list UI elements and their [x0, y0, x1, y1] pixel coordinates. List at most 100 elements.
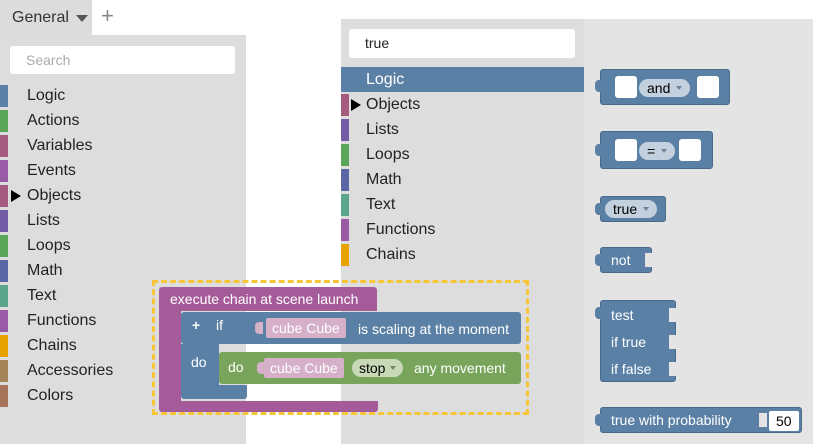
block-label: if true: [611, 334, 647, 350]
category-label: Events: [27, 161, 76, 179]
input-connector: [669, 308, 677, 322]
input-connector: [257, 362, 265, 374]
chain-hat-side: [159, 311, 181, 401]
cube-object-reference[interactable]: cube Cube: [264, 358, 344, 378]
if-block-bottom: [181, 385, 247, 399]
mutator-plus-icon[interactable]: +: [192, 317, 201, 333]
if-block-side: do: [181, 344, 219, 387]
chevron-down-icon: [661, 149, 668, 153]
flyout-category-objects[interactable]: Objects: [341, 92, 584, 117]
action-label: any movement: [414, 360, 506, 376]
operator-dropdown[interactable]: =: [639, 142, 676, 160]
dropdown-value: true: [613, 201, 638, 217]
category-label: Lists: [366, 120, 399, 138]
logic-and-block[interactable]: and: [600, 69, 730, 105]
output-connector: [595, 203, 603, 215]
condition-label: is scaling at the moment: [358, 321, 509, 337]
cube-object-reference[interactable]: cube Cube: [266, 318, 346, 338]
selection-highlight: [152, 280, 529, 415]
input-connector: [645, 253, 653, 267]
toolbox-category-lists[interactable]: Lists: [0, 208, 246, 233]
dropdown-value: and: [647, 80, 671, 96]
category-label: Loops: [366, 145, 410, 163]
category-color-bar: [0, 309, 8, 332]
stop-movement-block[interactable]: do cube Cube stop any movement: [219, 352, 521, 384]
toolbox-category-colors[interactable]: Colors: [0, 383, 246, 408]
logic-boolean-block[interactable]: true: [600, 196, 666, 222]
output-connector: [595, 80, 603, 92]
toolbox-category-functions[interactable]: Functions: [0, 308, 246, 333]
expand-arrow-icon[interactable]: [11, 189, 21, 202]
toolbox-category-accessories[interactable]: Accessories: [0, 358, 246, 383]
category-label: Objects: [366, 95, 421, 113]
output-connector: [595, 144, 603, 156]
toolbox-category-actions[interactable]: Actions: [0, 108, 246, 133]
category-color-bar: [0, 284, 8, 307]
flyout-category-logic[interactable]: Logic: [341, 67, 584, 92]
input-connector: [255, 322, 263, 334]
input-slot: [697, 76, 719, 98]
logic-compare-block[interactable]: =: [600, 131, 713, 169]
category-color-bar: [0, 334, 8, 357]
flyout-category-lists[interactable]: Lists: [341, 117, 584, 142]
input-connector: [759, 413, 767, 427]
if-block[interactable]: + if cube Cube is scaling at the moment: [181, 312, 521, 344]
logic-probability-block[interactable]: true with probability 50: [600, 407, 802, 433]
chain-hat-block[interactable]: execute chain at scene launch: [159, 287, 377, 311]
category-color-bar: [0, 159, 8, 182]
input-slot: [679, 139, 701, 161]
dropdown-value: stop: [359, 360, 386, 376]
flyout-category-math[interactable]: Math: [341, 167, 584, 192]
toolbox-category-objects[interactable]: Objects: [0, 183, 246, 208]
logic-not-block[interactable]: not: [600, 247, 653, 273]
chevron-down-icon: [643, 207, 650, 211]
category-label: Functions: [27, 311, 97, 329]
toolbox-category-loops[interactable]: Loops: [0, 233, 246, 258]
toolbox-category-variables[interactable]: Variables: [0, 133, 246, 158]
category-label: Loops: [27, 236, 71, 254]
category-color-bar: [341, 218, 349, 241]
chevron-down-icon[interactable]: [75, 15, 88, 22]
block-label: execute chain at scene launch: [170, 291, 359, 307]
toolbox-category-chains[interactable]: Chains: [0, 333, 246, 358]
action-dropdown[interactable]: stop: [352, 359, 404, 377]
category-color-bar: [0, 134, 8, 157]
category-label: Logic: [366, 70, 405, 88]
output-connector: [595, 307, 603, 319]
category-label: Accessories: [27, 361, 114, 379]
dropdown-value: =: [647, 143, 656, 159]
category-label: Math: [366, 170, 402, 188]
do-inner-label: do: [228, 359, 244, 375]
category-label: Math: [27, 261, 63, 279]
expand-arrow-icon[interactable]: [351, 98, 361, 111]
flyout-category-loops[interactable]: Loops: [341, 142, 584, 167]
category-label: Variables: [27, 136, 93, 154]
output-connector: [595, 254, 603, 266]
category-color-bar: [341, 168, 349, 191]
probability-value[interactable]: 50: [769, 411, 799, 431]
category-color-bar: [341, 193, 349, 216]
flyout-search-input[interactable]: true: [349, 29, 575, 58]
tab-general[interactable]: General: [0, 0, 92, 35]
category-label: Text: [366, 195, 396, 213]
toolbox-category-logic[interactable]: Logic: [0, 83, 246, 108]
category-label: Chains: [27, 336, 77, 354]
category-color-bar: [0, 384, 8, 407]
flyout-category-chains[interactable]: Chains: [341, 242, 584, 267]
category-color-bar: [341, 68, 349, 91]
toolbox-category-events[interactable]: Events: [0, 158, 246, 183]
add-tab-button[interactable]: +: [101, 3, 114, 28]
toolbox-category-text[interactable]: Text: [0, 283, 246, 308]
input-slot: [615, 139, 637, 161]
flyout-category-text[interactable]: Text: [341, 192, 584, 217]
operator-dropdown[interactable]: and: [639, 79, 691, 97]
toolbox-category-math[interactable]: Math: [0, 258, 246, 283]
toolbox-search-input[interactable]: Search: [10, 46, 235, 74]
tab-label: General: [12, 8, 69, 26]
if-label: if: [216, 317, 223, 333]
boolean-dropdown[interactable]: true: [605, 200, 658, 218]
category-label: Chains: [366, 245, 416, 263]
output-connector: [595, 414, 603, 426]
flyout-category-functions[interactable]: Functions: [341, 217, 584, 242]
logic-ternary-block[interactable]: test if true if false: [600, 300, 677, 382]
